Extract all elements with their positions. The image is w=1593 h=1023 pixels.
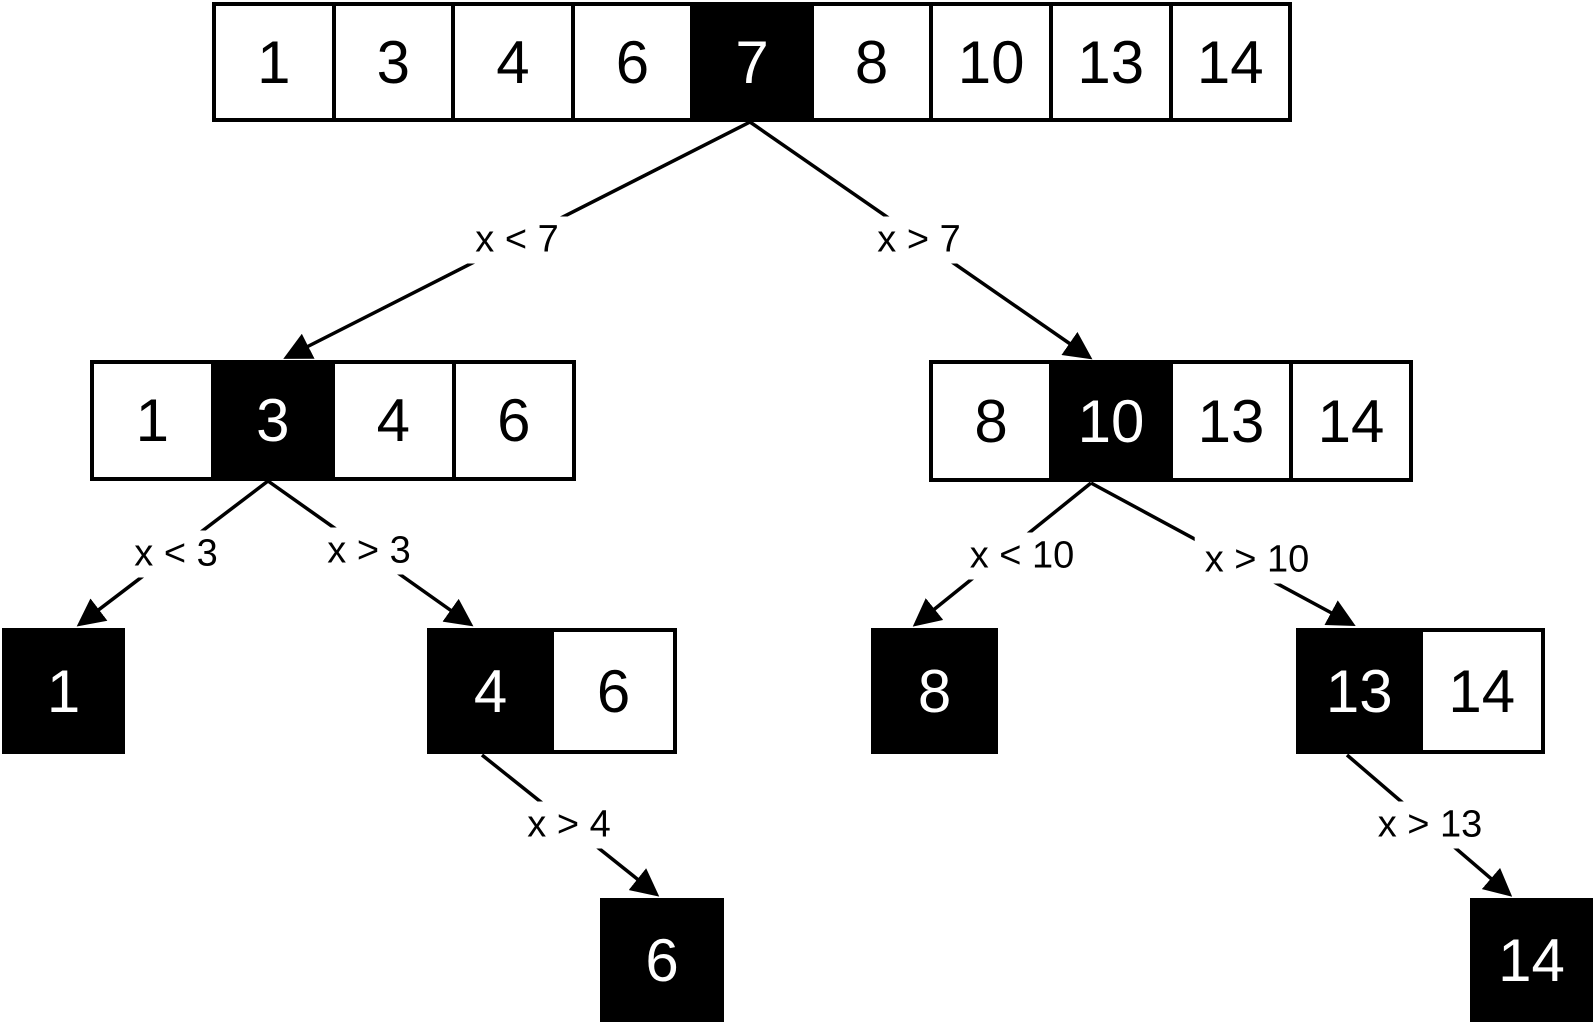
array-cell: 13 <box>1169 364 1289 478</box>
edge-label-left-left: x < 3 <box>124 530 228 578</box>
array-cell-pivot: 1 <box>6 632 121 750</box>
array-node-right-right-right: 14 <box>1470 898 1593 1022</box>
array-cell-pivot: 3 <box>210 364 331 477</box>
array-node-left-right-right: 6 <box>600 898 724 1022</box>
array-cell: 1 <box>216 6 332 118</box>
array-cell: 14 <box>1418 632 1541 750</box>
array-cell-pivot: 6 <box>604 902 720 1018</box>
edge-label-right-right-right: x > 13 <box>1367 801 1493 849</box>
edge-label-root-right: x > 7 <box>867 216 971 264</box>
array-cell-pivot: 4 <box>431 632 550 750</box>
array-cell-pivot: 8 <box>875 632 994 750</box>
array-cell: 6 <box>451 364 572 477</box>
array-cell-pivot: 14 <box>1474 902 1589 1018</box>
array-node-right: 8 10 13 14 <box>929 360 1413 482</box>
array-cell: 8 <box>933 364 1049 478</box>
array-cell: 13 <box>1048 6 1169 118</box>
array-cell-pivot: 13 <box>1300 632 1419 750</box>
array-cell: 6 <box>550 632 673 750</box>
edge-label-right-left: x < 10 <box>959 532 1085 580</box>
array-cell: 4 <box>451 6 571 118</box>
array-node-left-left: 1 <box>2 628 125 754</box>
array-node-left-right: 4 6 <box>427 628 677 754</box>
array-cell: 10 <box>929 6 1049 118</box>
array-cell: 8 <box>809 6 930 118</box>
array-node-left: 1 3 4 6 <box>90 360 576 481</box>
edge-label-left-right-right: x > 4 <box>517 801 621 849</box>
edge-label-right-right: x > 10 <box>1194 536 1320 584</box>
array-cell-pivot: 7 <box>690 6 810 118</box>
array-cell-pivot: 10 <box>1049 364 1169 478</box>
array-node-right-left: 8 <box>871 628 998 754</box>
array-cell: 3 <box>331 6 452 118</box>
edge-label-left-right: x > 3 <box>317 527 421 575</box>
array-node-root: 1 3 4 6 7 8 10 13 14 <box>212 2 1292 122</box>
array-cell: 1 <box>94 364 211 477</box>
array-cell: 14 <box>1168 6 1289 118</box>
array-cell: 4 <box>331 364 452 477</box>
array-cell: 14 <box>1289 364 1409 478</box>
array-node-right-right: 13 14 <box>1296 628 1545 754</box>
array-cell: 6 <box>570 6 691 118</box>
edge-label-root-left: x < 7 <box>465 216 569 264</box>
